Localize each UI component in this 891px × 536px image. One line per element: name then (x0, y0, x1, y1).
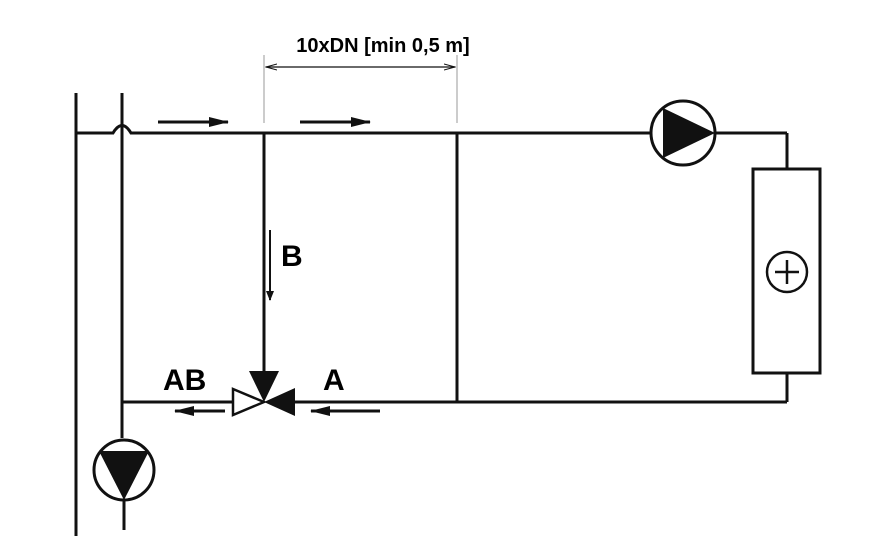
dimension-label: 10xDN [min 0,5 m] (296, 35, 469, 57)
label-a: A (323, 364, 345, 397)
three-way-valve-icon (231, 371, 295, 417)
heat-consumer (751, 167, 822, 375)
label-b: B (281, 240, 303, 273)
heat-consumer-plus-icon (765, 250, 809, 294)
supply-pipe (76, 124, 651, 135)
label-ab: AB (163, 364, 206, 397)
pump-primary-icon (92, 438, 156, 502)
pump-secondary-icon (649, 99, 717, 167)
